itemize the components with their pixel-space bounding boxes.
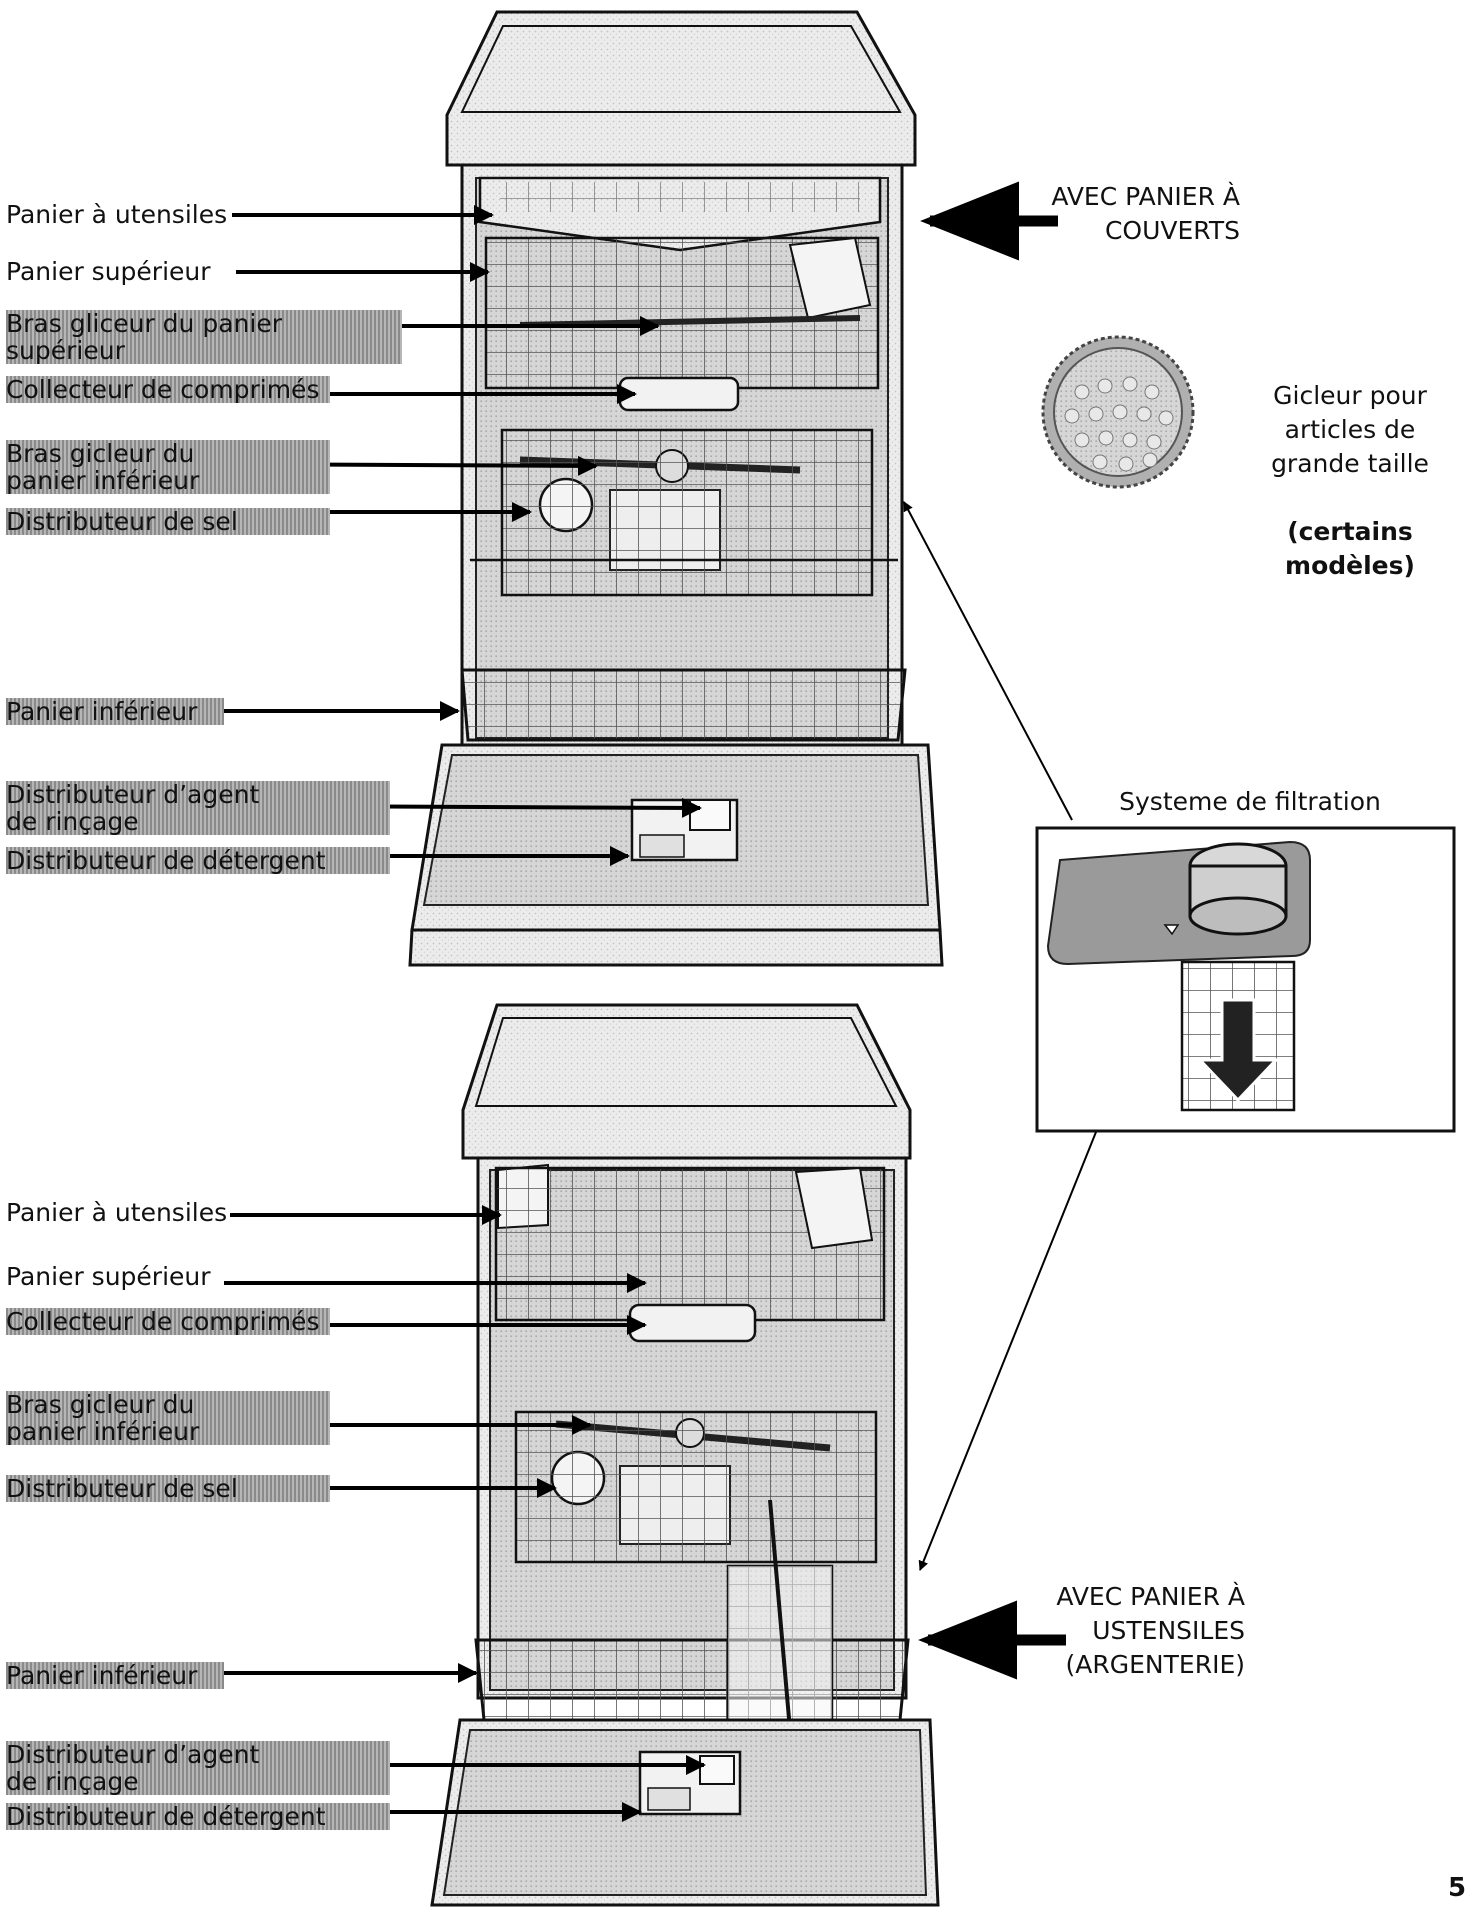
large-items-sprayer-models-note: (certains modèles) <box>1285 517 1415 580</box>
label-lower-spray-arm-bottom: Bras gicleur du panier inférieur <box>6 1391 330 1445</box>
label-upper-rack-bottom: Panier supérieur <box>6 1263 211 1290</box>
variant-note-bottom: AVEC PANIER À USTENSILES (ARGENTERIE) <box>1056 1580 1245 1682</box>
label-rinse-aid-dispenser-top: Distributeur d’agent de rinçage <box>6 781 390 835</box>
label-lower-rack-top: Panier inférieur <box>6 698 224 725</box>
filtration-system-title: Systeme de filtration <box>1090 785 1410 819</box>
label-utensil-basket-bottom: Panier à utensiles <box>6 1199 227 1226</box>
label-salt-dispenser-top: Distributeur de sel <box>6 508 330 535</box>
large-items-sprayer-caption: Gicleur pour articles de grande taille (… <box>1234 345 1466 583</box>
label-detergent-dispenser-bottom: Distributeur de détergent <box>6 1803 390 1830</box>
label-salt-dispenser-bottom: Distributeur de sel <box>6 1475 330 1502</box>
label-lower-rack-bottom: Panier inférieur <box>6 1662 224 1689</box>
label-rinse-aid-dispenser-bottom: Distributeur d’agent de rinçage <box>6 1741 390 1795</box>
page-number: 5 <box>1448 1873 1466 1903</box>
filtration-system-box <box>1037 828 1454 1131</box>
variant-note-top: AVEC PANIER À COUVERTS <box>1051 180 1240 248</box>
label-tablet-collector-bottom: Collecteur de comprimés <box>6 1308 330 1335</box>
large-items-sprayer-illustration <box>1043 337 1193 487</box>
label-lower-spray-arm-top: Bras gicleur du panier inférieur <box>6 440 330 494</box>
dishwasher-bottom-illustration <box>432 1005 938 1905</box>
label-detergent-dispenser-top: Distributeur de détergent <box>6 847 390 874</box>
label-tablet-collector-top: Collecteur de comprimés <box>6 376 330 403</box>
label-utensil-basket-top: Panier à utensiles <box>6 201 227 228</box>
dishwasher-top-illustration <box>410 12 942 965</box>
large-items-sprayer-text: Gicleur pour articles de grande taille <box>1271 381 1429 478</box>
label-upper-spray-arm-top: Bras gliceur du panier supérieur <box>6 310 402 364</box>
label-upper-rack-top: Panier supérieur <box>6 258 211 285</box>
